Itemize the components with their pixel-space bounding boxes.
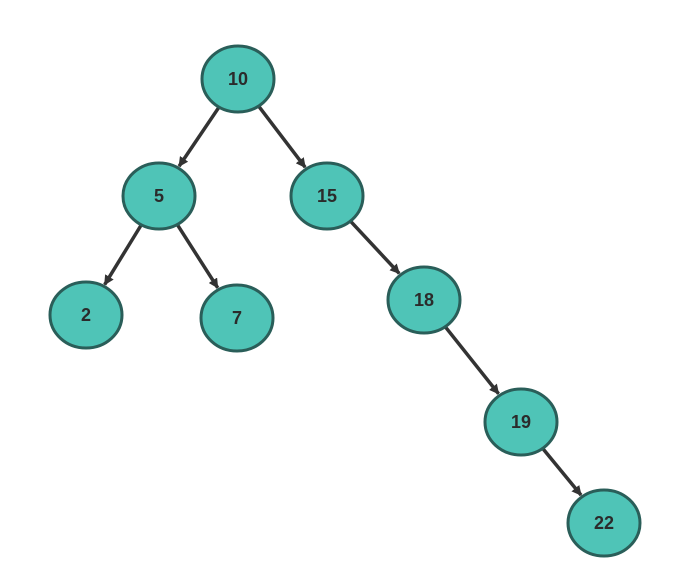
node-circle (483, 387, 559, 457)
node-circle (566, 488, 642, 558)
edge-n15-n18 (349, 219, 401, 275)
tree-node-7: 7 (199, 283, 275, 353)
node-circle (289, 161, 365, 231)
tree-node-2: 2 (48, 280, 124, 350)
node-label: 10 (228, 69, 248, 89)
node-circle (199, 283, 275, 353)
node-circle (386, 265, 462, 335)
edge-n10-n15 (257, 105, 307, 169)
node-circle (48, 280, 124, 350)
node-label: 18 (414, 290, 434, 310)
tree-node-18: 18 (386, 265, 462, 335)
tree-node-15: 15 (289, 161, 365, 231)
node-circle (200, 44, 276, 114)
edge-n10-n5 (177, 106, 221, 168)
node-label: 7 (232, 308, 242, 328)
edge-n5-n2 (103, 223, 143, 286)
tree-node-5: 5 (121, 161, 197, 231)
edges-layer (103, 105, 583, 497)
node-label: 5 (154, 186, 164, 206)
node-label: 15 (317, 186, 337, 206)
node-label: 19 (511, 412, 531, 432)
tree-node-22: 22 (566, 488, 642, 558)
nodes-layer: 10 5 15 2 7 18 19 22 (48, 44, 642, 558)
tree-node-10: 10 (200, 44, 276, 114)
node-circle (121, 161, 197, 231)
edge-n19-n22 (541, 447, 583, 497)
edge-n5-n7 (175, 223, 220, 289)
edge-n18-n19 (443, 325, 500, 395)
tree-node-19: 19 (483, 387, 559, 457)
node-label: 2 (81, 305, 91, 325)
node-label: 22 (594, 513, 614, 533)
